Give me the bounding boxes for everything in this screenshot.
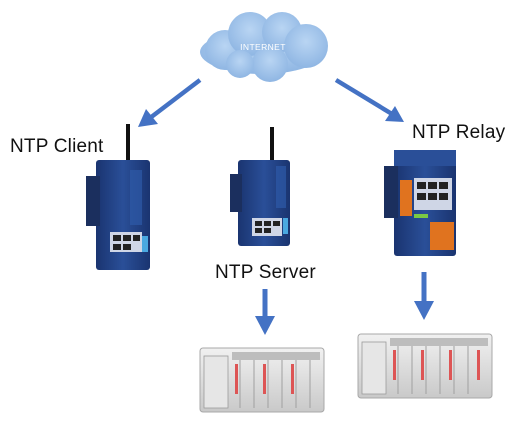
arrow-cloud-to-relay <box>334 78 404 122</box>
arrow-cloud-to-client <box>138 78 202 127</box>
plc-under-server <box>199 347 325 413</box>
arrow-relay-to-plc <box>414 272 434 320</box>
ntp-client-device <box>86 124 150 270</box>
ntp-client-label: NTP Client <box>10 136 104 157</box>
ntp-server-device <box>230 127 290 246</box>
plc-under-relay <box>357 333 493 399</box>
ntp-server-label: NTP Server <box>215 262 316 283</box>
internet-cloud <box>200 12 328 82</box>
ntp-relay-device <box>384 150 456 256</box>
ntp-relay-label: NTP Relay <box>412 122 506 143</box>
internet-label: INTERNET <box>240 42 286 52</box>
arrow-server-to-plc <box>255 289 275 335</box>
